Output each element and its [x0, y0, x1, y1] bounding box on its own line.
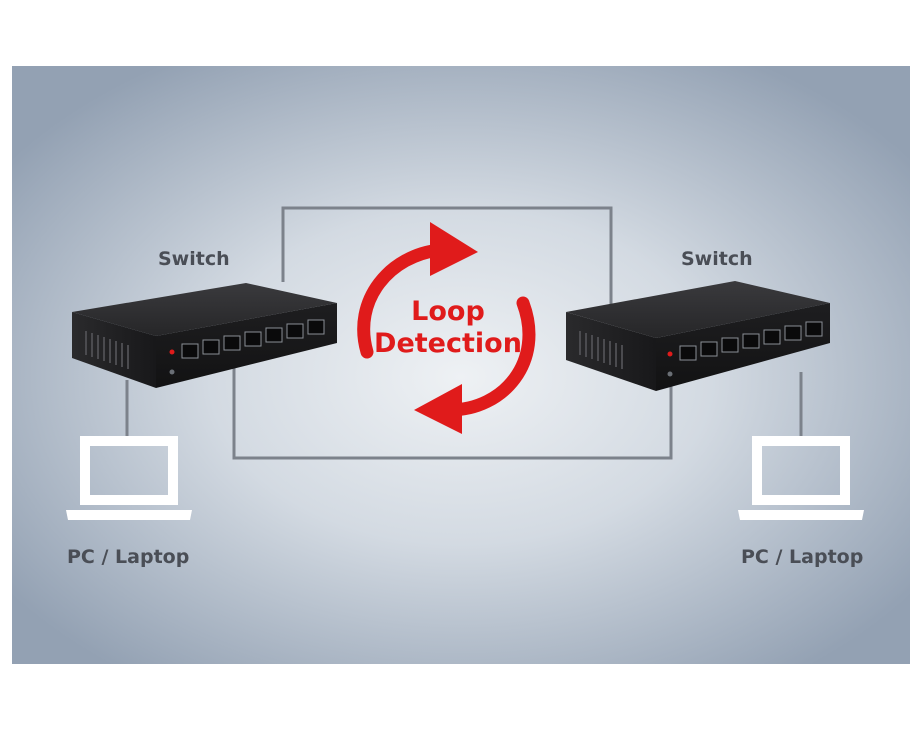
- cable-top-loop: [281, 206, 613, 314]
- left-switch-label: Switch: [158, 248, 230, 270]
- cable-bottom-loop: [232, 360, 673, 460]
- loop-arrow-top: [357, 243, 447, 359]
- left-pc-label: PC / Laptop: [67, 546, 190, 568]
- left-switch-vents: [85, 331, 129, 369]
- loop-arrowhead-top: [430, 222, 478, 276]
- right-pc-label: PC / Laptop: [741, 546, 864, 568]
- left-switch-led: [169, 349, 175, 355]
- network-cables: [125, 206, 803, 460]
- left-switch-top: [72, 283, 337, 336]
- right-switch-power: [667, 371, 673, 377]
- loop-title-line1: Loop: [411, 296, 485, 327]
- right-switch-led: [667, 351, 673, 357]
- right-laptop-icon: [738, 436, 864, 520]
- right-switch: [566, 281, 830, 391]
- left-switch-side: [72, 312, 156, 388]
- left-switch-ports: [181, 319, 325, 359]
- left-laptop-icon: [66, 436, 192, 520]
- right-switch-vents: [579, 331, 623, 369]
- loop-title-line2: Detection: [374, 328, 522, 359]
- right-switch-ports: [679, 321, 823, 361]
- loop-arrowhead-bottom: [414, 384, 462, 434]
- loop-detection-title: Loop Detection: [368, 296, 528, 360]
- right-switch-top: [566, 281, 830, 338]
- loop-arrowheads: [414, 222, 478, 434]
- loop-arrows-icon: [357, 243, 536, 417]
- loop-arrow-bottom: [443, 296, 536, 417]
- right-switch-label: Switch: [681, 248, 753, 270]
- left-switch-power: [169, 369, 175, 375]
- left-switch: [72, 283, 337, 388]
